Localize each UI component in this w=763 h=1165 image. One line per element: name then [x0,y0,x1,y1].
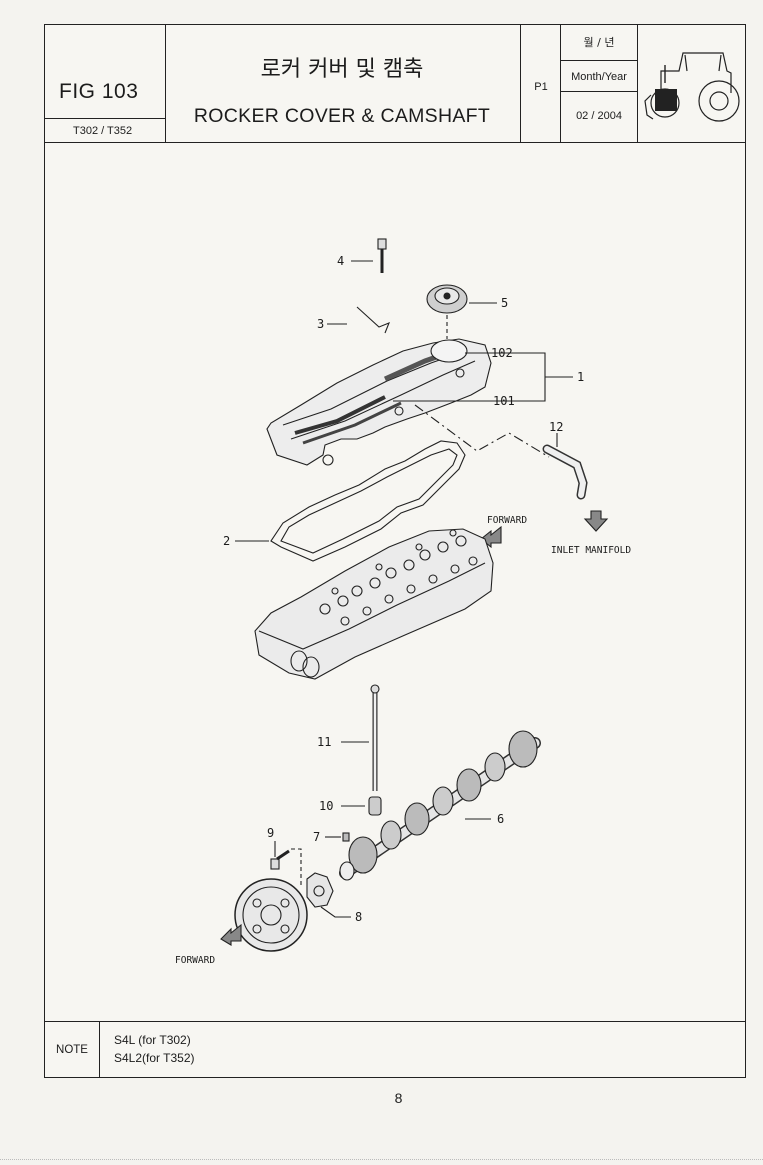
callout-7: 7 [313,830,320,844]
callout-10: 10 [319,799,333,813]
forward-label-top: FORWARD [487,515,527,526]
camshaft-gear [234,878,308,952]
title-korean: 로커 커버 및 캠축 [260,57,424,82]
note-label: NOTE [45,1022,100,1077]
push-rod-part-11 [370,684,380,791]
bolt-part-4 [377,238,387,273]
callout-6: 6 [497,812,504,826]
breather-hose-part-12 [542,444,588,500]
camshaft-part-6 [339,730,541,881]
forward-arrow-bottom-icon [220,923,242,946]
callout-3: 3 [317,317,324,331]
note-block: NOTE S4L (for T302) S4L2(for T352) [45,1021,745,1077]
callout-1: 1 [577,370,584,384]
key-part-7 [342,832,350,842]
gasket-part-2 [270,440,466,562]
issue-date: 02 / 2004 [576,110,622,122]
bracket-part-3 [356,306,390,334]
callout-4: 4 [337,254,344,268]
callout-2: 2 [223,534,230,548]
callout-102: 102 [491,346,513,360]
scan-edge-line [0,1159,763,1161]
month-year-korean: 월 / 년 [583,36,615,49]
inlet-arrow-icon [583,510,609,532]
page-label: P1 [534,81,548,93]
catalog-sheet: FIG 103 T302 / T352 로커 커버 및 캠축 ROCKER CO… [44,24,746,1078]
model-numbers: T302 / T352 [73,125,133,137]
callout-8: 8 [355,910,362,924]
note-line-2: S4L2(for T352) [114,1051,195,1065]
callout-5: 5 [501,296,508,310]
bolt-part-9 [270,849,290,870]
page-number: 8 [394,1090,403,1106]
callout-12: 12 [549,420,563,434]
header-block: FIG 103 T302 / T352 로커 커버 및 캠축 ROCKER CO… [45,25,745,143]
exploded-parts-drawing: 4 3 5 102 101 1 12 2 11 10 6 7 9 8 FORWA… [175,238,631,966]
callout-9: 9 [267,826,274,840]
oil-cap-part-5 [426,284,468,314]
thrust-plate-part-8 [306,872,334,908]
tappet-part-10 [368,796,382,816]
forward-label-bottom: FORWARD [175,955,215,966]
rocker-cover-part-1 [266,338,492,466]
cylinder-head [254,528,494,680]
figure-number: FIG 103 [59,80,139,103]
month-year-label: Month/Year [571,71,627,83]
inlet-manifold-label: INLET MANIFOLD [551,545,631,556]
note-line-1: S4L (for T302) [114,1033,191,1047]
title-english: ROCKER COVER & CAMSHAFT [193,105,491,127]
tractor-icon [644,52,740,122]
callout-11: 11 [317,735,331,749]
callout-101: 101 [493,394,515,408]
